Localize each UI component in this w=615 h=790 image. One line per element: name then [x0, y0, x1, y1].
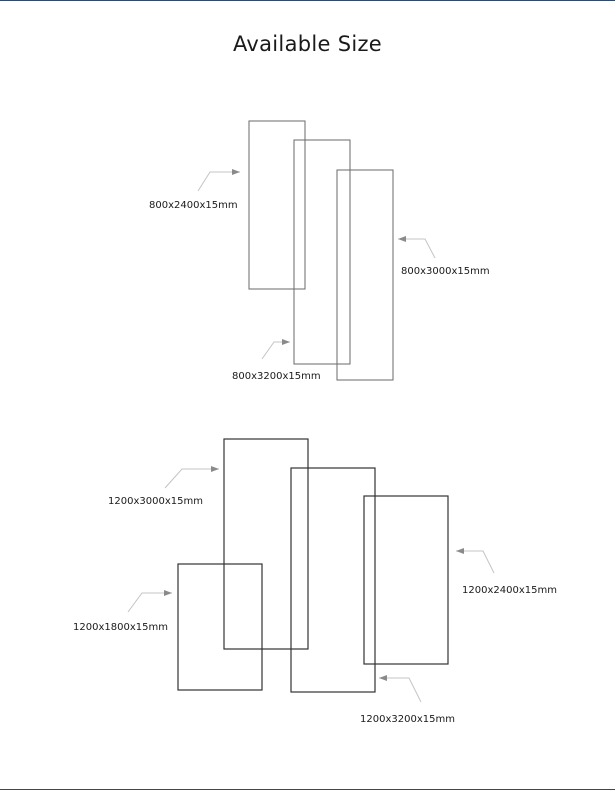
panel-outline-800x3000x15mm [336, 169, 394, 381]
leader-line-1200x2400x15mm [456, 550, 495, 574]
panel-outline-1200x3000x15mm [223, 438, 309, 650]
panel-outline-800x3200x15mm [293, 139, 351, 365]
page-title: Available Size [232, 32, 383, 56]
leader-line-800x3200x15mm [261, 341, 290, 360]
leader-line-800x2400x15mm [197, 171, 240, 192]
arrow-icon [379, 675, 387, 681]
arrow-icon [282, 339, 290, 345]
group-800mm: 800x2400x15mm 800x3200x15mm 800x3000x15mm [149, 120, 490, 382]
size-label-1200x3200x15mm: 1200x3200x15mm [360, 714, 455, 725]
size-label-1200x2400x15mm: 1200x2400x15mm [462, 585, 557, 596]
panel-outline-1200x2400x15mm [363, 495, 449, 665]
leader-line-800x3000x15mm [398, 238, 436, 259]
size-label-1200x1800x15mm: 1200x1800x15mm [73, 622, 168, 633]
panel-outline-1200x1800x15mm [177, 563, 263, 691]
group-1200mm: 1200x3000x15mm 1200x1800x15mm 1200x3200x15… [73, 438, 557, 725]
arrow-icon [398, 236, 406, 242]
arrow-icon [456, 548, 464, 554]
leader-line-1200x3200x15mm [379, 677, 422, 703]
size-label-800x3200x15mm: 800x3200x15mm [232, 371, 321, 382]
size-label-800x2400x15mm: 800x2400x15mm [149, 200, 238, 211]
size-label-1200x3000x15mm: 1200x3000x15mm [108, 496, 203, 507]
top-border [0, 0, 615, 1]
arrow-icon [164, 590, 172, 596]
size-label-800x3000x15mm: 800x3000x15mm [401, 266, 490, 277]
arrow-icon [232, 169, 240, 175]
leader-line-1200x3000x15mm [164, 468, 219, 489]
panel-outline-800x2400x15mm [248, 120, 306, 290]
arrow-icon [211, 466, 219, 472]
panel-outline-1200x3200x15mm [290, 467, 376, 693]
leader-line-1200x1800x15mm [127, 592, 172, 613]
